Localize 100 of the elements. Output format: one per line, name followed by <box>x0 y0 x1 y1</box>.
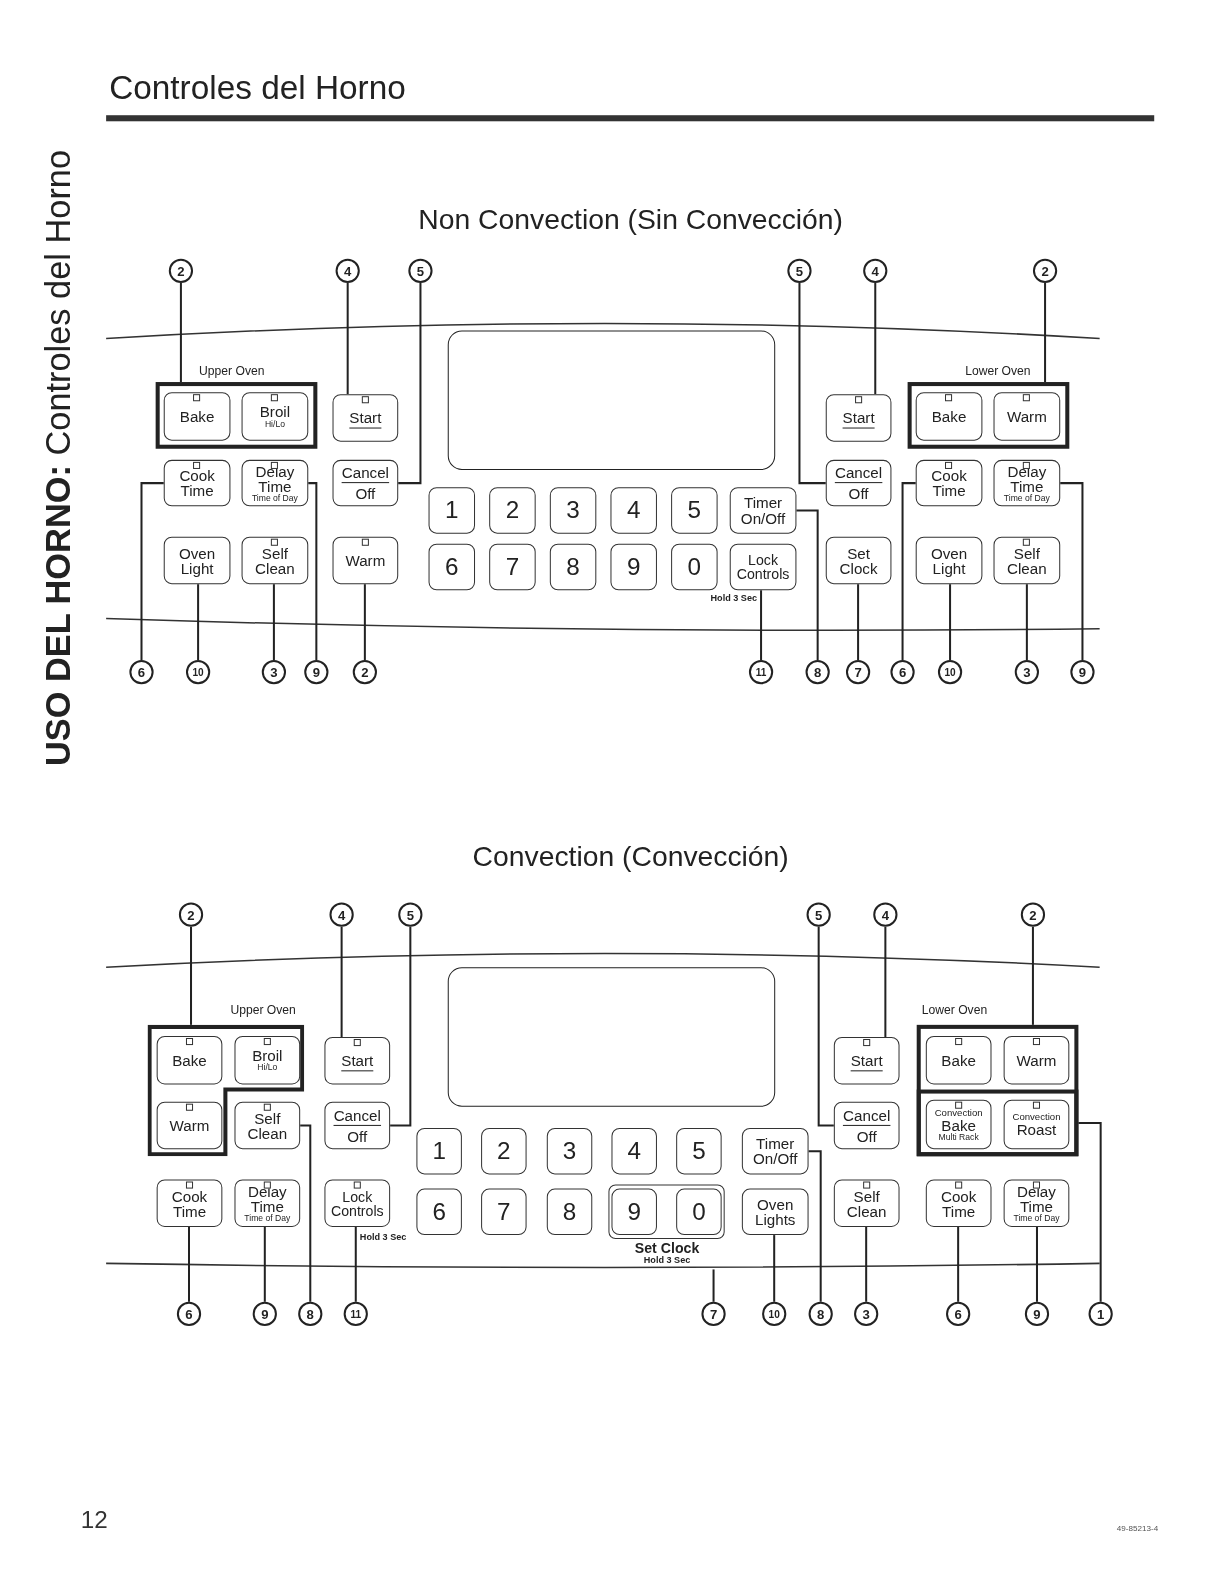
group-heading: Upper Oven <box>230 1002 296 1017</box>
callout-number: 5 <box>806 902 831 927</box>
number-key: 1 <box>428 487 476 534</box>
control-button: Delay Time Time of Day <box>993 459 1061 507</box>
control-button: Lock Controls <box>729 543 797 591</box>
leader-line <box>363 584 366 660</box>
page-number: 12 <box>80 1505 108 1535</box>
leader-line <box>1031 926 1034 1025</box>
number-key: 9 <box>610 543 657 591</box>
control-button: Self Clean <box>833 1179 900 1227</box>
display-window <box>447 967 776 1107</box>
number-key: 6 <box>428 543 476 591</box>
number-key: 9 <box>611 1188 657 1236</box>
leader-line <box>390 926 412 1127</box>
group-heading: Lower Oven <box>965 363 1031 378</box>
control-button: Self Clean <box>993 536 1061 585</box>
callout-number: 2 <box>352 660 377 685</box>
number-key: 3 <box>549 487 597 534</box>
callout-number: 5 <box>787 258 812 283</box>
leader-line <box>901 482 916 660</box>
control-button: Timer On/Off <box>741 1127 809 1175</box>
number-key: 3 <box>546 1127 593 1175</box>
callout-number: 9 <box>1070 660 1095 685</box>
section-heading: Convection (Convección) <box>472 840 789 874</box>
control-button: Start <box>825 394 892 442</box>
callout-number: 3 <box>854 1301 879 1327</box>
leader-line <box>874 283 877 395</box>
number-key: 7 <box>489 543 536 591</box>
leader-line <box>300 1124 312 1302</box>
page-title: Controles del Horno <box>109 68 406 108</box>
control-button: Oven Light <box>915 536 983 585</box>
callout-number: 9 <box>304 660 329 685</box>
number-key: 2 <box>489 487 536 534</box>
control-button: Cancel Off <box>825 459 892 507</box>
leader-line <box>1025 584 1028 660</box>
control-button: Oven Lights <box>741 1188 809 1236</box>
callout-number: 10 <box>185 660 211 685</box>
number-key: 4 <box>610 487 657 534</box>
control-button: Bake <box>925 1035 992 1085</box>
leader-line <box>197 584 200 660</box>
button-caption: Hold 3 Sec <box>709 593 757 604</box>
control-button: Start <box>324 1037 391 1085</box>
leader-line <box>857 584 860 660</box>
control-button: Warm <box>332 536 399 585</box>
callout-number: 2 <box>1020 902 1046 927</box>
leader-line <box>346 283 349 395</box>
control-button: Bake <box>156 1035 223 1085</box>
leader-line <box>798 283 826 485</box>
leader-line <box>398 283 422 485</box>
section-heading: Non Convection (Sin Convección) <box>418 204 844 237</box>
leader-line <box>272 584 275 660</box>
callout-number: 8 <box>808 1301 833 1327</box>
control-button: Cook Time <box>163 459 231 507</box>
callout-number: 1 <box>1088 1301 1113 1327</box>
callout-number: 9 <box>1024 1301 1050 1327</box>
key-caption: Hold 3 Sec <box>642 1255 692 1266</box>
leader-line <box>865 1227 868 1302</box>
callout-number: 6 <box>946 1301 971 1327</box>
leader-line <box>957 1227 960 1302</box>
number-key: 8 <box>546 1188 593 1236</box>
number-key: 8 <box>549 543 597 591</box>
leader-line <box>1078 1121 1102 1302</box>
callout-number: 6 <box>176 1301 202 1327</box>
leader-line <box>1035 1227 1038 1302</box>
control-button: Start <box>332 394 399 442</box>
leader-line <box>308 482 318 660</box>
leader-line <box>796 509 819 660</box>
callout-number: 2 <box>1032 258 1058 283</box>
control-button: Warm <box>156 1101 223 1150</box>
control-button: Broil Hi/Lo <box>241 392 309 441</box>
callout-number: 9 <box>252 1301 277 1327</box>
button-caption: Hold 3 Sec <box>359 1232 407 1243</box>
number-key: 0 <box>676 1188 722 1236</box>
callout-number: 11 <box>748 660 774 685</box>
callout-number: 4 <box>329 902 354 927</box>
leader-line <box>140 482 164 660</box>
control-button: Cancel Off <box>833 1101 900 1150</box>
display-window <box>447 330 776 470</box>
control-button: Self Clean <box>241 536 309 585</box>
control-button: Broil Hi/Lo <box>234 1035 301 1085</box>
callout-number: 8 <box>298 1301 323 1327</box>
control-button: Oven Light <box>163 536 231 585</box>
document-number: 49-85213-4 <box>1116 1524 1159 1534</box>
leader-line <box>773 1235 776 1302</box>
callout-number: 10 <box>762 1301 787 1327</box>
leader-line <box>817 926 834 1127</box>
control-button: Delay Time Time of Day <box>241 459 309 507</box>
number-key: 6 <box>416 1188 462 1236</box>
callout-number: 7 <box>845 660 871 685</box>
callout-number: 2 <box>178 902 204 927</box>
leader-line <box>760 590 763 660</box>
control-button: Self Clean <box>234 1101 301 1150</box>
control-button: Timer On/Off <box>729 487 797 534</box>
callout-number: 7 <box>701 1301 726 1327</box>
leader-line <box>190 926 193 1025</box>
callout-number: 3 <box>261 660 287 685</box>
callout-number: 4 <box>873 902 898 927</box>
leader-line <box>354 1227 357 1302</box>
control-button: Bake <box>163 392 231 441</box>
side-heading: USO DEL HORNO: Controles del Horno <box>37 148 78 767</box>
